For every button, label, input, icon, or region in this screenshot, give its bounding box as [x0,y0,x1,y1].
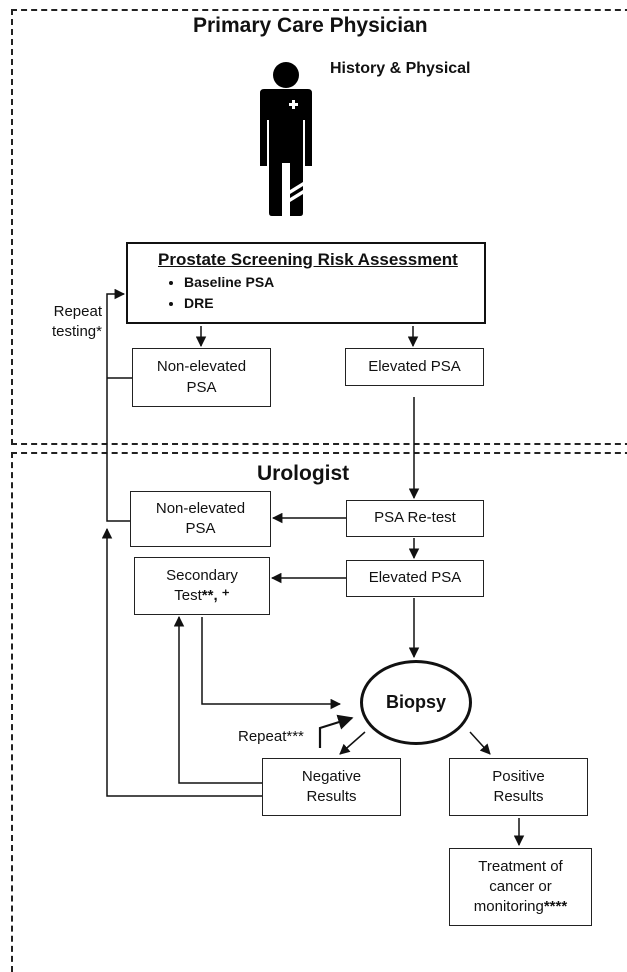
positive-results-node: Positive Results [449,758,588,816]
risk-item-dre: DRE [184,293,474,314]
arrow-negative-to-secondary [173,615,262,784]
arrow-negative-to-nonelevated [101,527,262,797]
primary-care-title: Primary Care Physician [193,14,428,37]
secondary-test-node: Secondary Test**, ⁺ [134,557,270,615]
arrow-biopsy-to-negative [339,731,366,755]
repeat-testing-label: Repeat testing* [51,303,102,340]
arrow-biopsy-to-positive [469,731,491,755]
negative-results-node: Negative Results [262,758,401,816]
arrow-repeat-testing-loop [106,288,130,522]
treatment-node: Treatment of cancer or monitoring**** [449,848,592,926]
non-elevated-psa-node-1: Non-elevated PSA [132,348,271,407]
secondary-test-text: Secondary Test [166,566,238,604]
risk-assessment-title: Prostate Screening Risk Assessment [158,250,458,269]
risk-assessment-box: Prostate Screening Risk Assessment Basel… [126,242,486,324]
physician-icon [260,62,312,216]
primary-care-region [11,9,627,445]
treatment-marks: **** [543,898,568,916]
treatment-text: Treatment of cancer or monitoring [473,857,563,916]
secondary-test-marks: **, ⁺ [201,587,230,604]
psa-retest-node: PSA Re-test [346,500,484,537]
urologist-region [11,452,627,972]
arrow-secondary-to-biopsy [201,617,342,710]
non-elevated-psa-node-2: Non-elevated PSA [130,491,271,547]
biopsy-node: Biopsy [360,660,472,745]
repeat-label: Repeat*** [238,728,304,745]
urologist-title: Urologist [257,462,350,485]
history-physical-label: History & Physical [330,60,471,77]
elevated-psa-node-1: Elevated PSA [345,348,484,386]
risk-item-baseline-psa: Baseline PSA [184,272,474,293]
risk-assessment-list: Baseline PSA DRE [158,272,474,314]
arrow-repeat-biopsy [318,714,354,748]
elevated-psa-node-2: Elevated PSA [346,560,484,597]
